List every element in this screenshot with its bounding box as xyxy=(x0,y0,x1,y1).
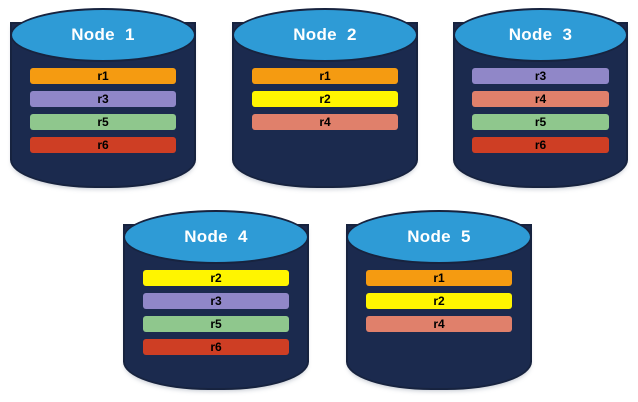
replica-bar-r5[interactable]: r5 xyxy=(472,114,609,130)
cylinder-top-ellipse xyxy=(10,8,196,62)
replica-list: r3 r4 r5 r6 xyxy=(472,68,609,153)
cylinder-top-ellipse xyxy=(232,8,418,62)
replica-bar-r1[interactable]: r1 xyxy=(252,68,398,84)
replica-bar-r4[interactable]: r4 xyxy=(472,91,609,107)
replica-bar-r2[interactable]: r2 xyxy=(252,91,398,107)
replica-bar-r1[interactable]: r1 xyxy=(366,270,512,286)
cylinder-top-ellipse xyxy=(346,210,532,264)
replica-bar-r5[interactable]: r5 xyxy=(143,316,289,332)
replica-list: r1 r2 r4 xyxy=(366,270,512,332)
replica-bar-r1[interactable]: r1 xyxy=(30,68,176,84)
replica-bar-r6[interactable]: r6 xyxy=(143,339,289,355)
replica-bar-r6[interactable]: r6 xyxy=(472,137,609,153)
replica-bar-r2[interactable]: r2 xyxy=(366,293,512,309)
replica-bar-r3[interactable]: r3 xyxy=(30,91,176,107)
replica-bar-r4[interactable]: r4 xyxy=(366,316,512,332)
replica-list: r1 r3 r5 r6 xyxy=(30,68,176,153)
replica-bar-r5[interactable]: r5 xyxy=(30,114,176,130)
replica-bar-r2[interactable]: r2 xyxy=(143,270,289,286)
replica-list: r1 r2 r4 xyxy=(252,68,398,130)
replica-bar-r4[interactable]: r4 xyxy=(252,114,398,130)
replica-bar-r3[interactable]: r3 xyxy=(143,293,289,309)
replica-list: r2 r3 r5 r6 xyxy=(143,270,289,355)
replica-bar-r3[interactable]: r3 xyxy=(472,68,609,84)
cylinder-top-ellipse xyxy=(123,210,309,264)
replica-bar-r6[interactable]: r6 xyxy=(30,137,176,153)
cylinder-top-ellipse xyxy=(453,8,628,62)
